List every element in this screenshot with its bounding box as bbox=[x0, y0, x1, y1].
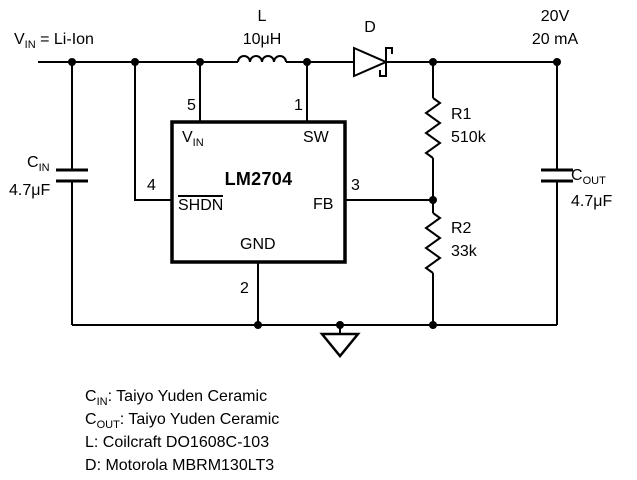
r2-ref-label: R2 bbox=[451, 220, 472, 237]
cout-value-label: 4.7μF bbox=[571, 193, 613, 210]
junction-dot bbox=[429, 196, 437, 204]
junction-dot bbox=[303, 58, 311, 66]
junction-dot bbox=[429, 321, 437, 329]
wire-shdn bbox=[134, 62, 172, 201]
diode-triangle bbox=[353, 46, 389, 78]
note-base: D bbox=[85, 457, 97, 474]
label-subscript: IN bbox=[192, 137, 204, 150]
shdn-overline-text: SHDN bbox=[178, 195, 224, 214]
pin-number-2: 2 bbox=[240, 280, 249, 297]
junction-dot bbox=[68, 58, 76, 66]
ground-symbol bbox=[319, 332, 361, 358]
junction-dot bbox=[553, 58, 561, 66]
note-line-diode: D: Motorola MBRM130LT3 bbox=[85, 454, 279, 477]
ic-pin-gnd-label: GND bbox=[240, 236, 276, 253]
inductor-ref-label: L bbox=[257, 8, 267, 25]
label-base: V bbox=[14, 31, 25, 48]
cin-ref-label: CIN bbox=[27, 154, 50, 175]
cout-ref-label: COUT bbox=[571, 167, 606, 188]
junction-dot bbox=[196, 58, 204, 66]
junction-dot bbox=[336, 321, 344, 329]
label-base: V bbox=[182, 129, 193, 146]
pin-number-5: 5 bbox=[187, 97, 196, 114]
r1-ref-label: R1 bbox=[451, 106, 472, 123]
junction-dot bbox=[254, 321, 262, 329]
note-rest: : Motorola MBRM130LT3 bbox=[96, 457, 275, 474]
inductor-value-label: 10μH bbox=[242, 31, 282, 48]
output-voltage-label: 20V bbox=[540, 8, 570, 25]
note-line-cout: COUT: Taiyo Yuden Ceramic bbox=[85, 408, 279, 431]
note-subscript: IN bbox=[96, 396, 108, 409]
label-base: C bbox=[571, 167, 583, 184]
label-rest: = Li-Ion bbox=[35, 31, 94, 48]
label-subscript: IN bbox=[38, 162, 50, 175]
pin-number-1: 1 bbox=[294, 97, 303, 114]
note-line-inductor: L: Coilcraft DO1608C-103 bbox=[85, 431, 279, 454]
label-subscript: OUT bbox=[582, 175, 606, 188]
note-rest: : Taiyo Yuden Ceramic bbox=[107, 388, 268, 405]
ic-pin-sw-label: SW bbox=[303, 129, 329, 146]
note-rest: : Taiyo Yuden Ceramic bbox=[119, 411, 280, 428]
label-subscript: IN bbox=[24, 39, 36, 52]
component-notes: CIN: Taiyo Yuden Ceramic COUT: Taiyo Yud… bbox=[85, 385, 279, 477]
pin-number-3: 3 bbox=[351, 177, 360, 194]
ic-pin-vin-label: VIN bbox=[182, 129, 204, 150]
ic-part-number: LM2704 bbox=[224, 169, 293, 189]
resistor-r2-symbol bbox=[424, 212, 442, 274]
label-base: C bbox=[27, 154, 39, 171]
output-current-label: 20 mA bbox=[531, 31, 579, 48]
diode-ref-label: D bbox=[364, 19, 376, 36]
note-base: C bbox=[85, 388, 97, 405]
note-base: C bbox=[85, 411, 97, 428]
diode-cathode-bar bbox=[379, 47, 393, 77]
ic-pin-shdn-label: SHDN bbox=[178, 195, 224, 215]
capacitor-plates bbox=[56, 168, 573, 183]
note-base: L bbox=[85, 434, 94, 451]
r1-value-label: 510k bbox=[451, 129, 486, 146]
wires bbox=[38, 55, 558, 334]
junction-dots bbox=[68, 58, 561, 329]
resistor-r1-symbol bbox=[424, 97, 442, 159]
ic-body bbox=[170, 120, 347, 264]
note-rest: : Coilcraft DO1608C-103 bbox=[93, 434, 270, 451]
pin-number-4: 4 bbox=[147, 177, 156, 194]
diode-symbol bbox=[353, 46, 393, 78]
ic-pin-fb-label: FB bbox=[313, 196, 334, 213]
inductor-symbol bbox=[237, 55, 287, 63]
cin-value-label: 4.7μF bbox=[9, 182, 51, 199]
note-subscript: OUT bbox=[96, 419, 120, 432]
junction-dot bbox=[429, 58, 437, 66]
junction-dot bbox=[131, 58, 139, 66]
r2-value-label: 33k bbox=[451, 243, 477, 260]
input-source-label: VIN = Li-Ion bbox=[14, 31, 94, 52]
note-line-cin: CIN: Taiyo Yuden Ceramic bbox=[85, 385, 279, 408]
